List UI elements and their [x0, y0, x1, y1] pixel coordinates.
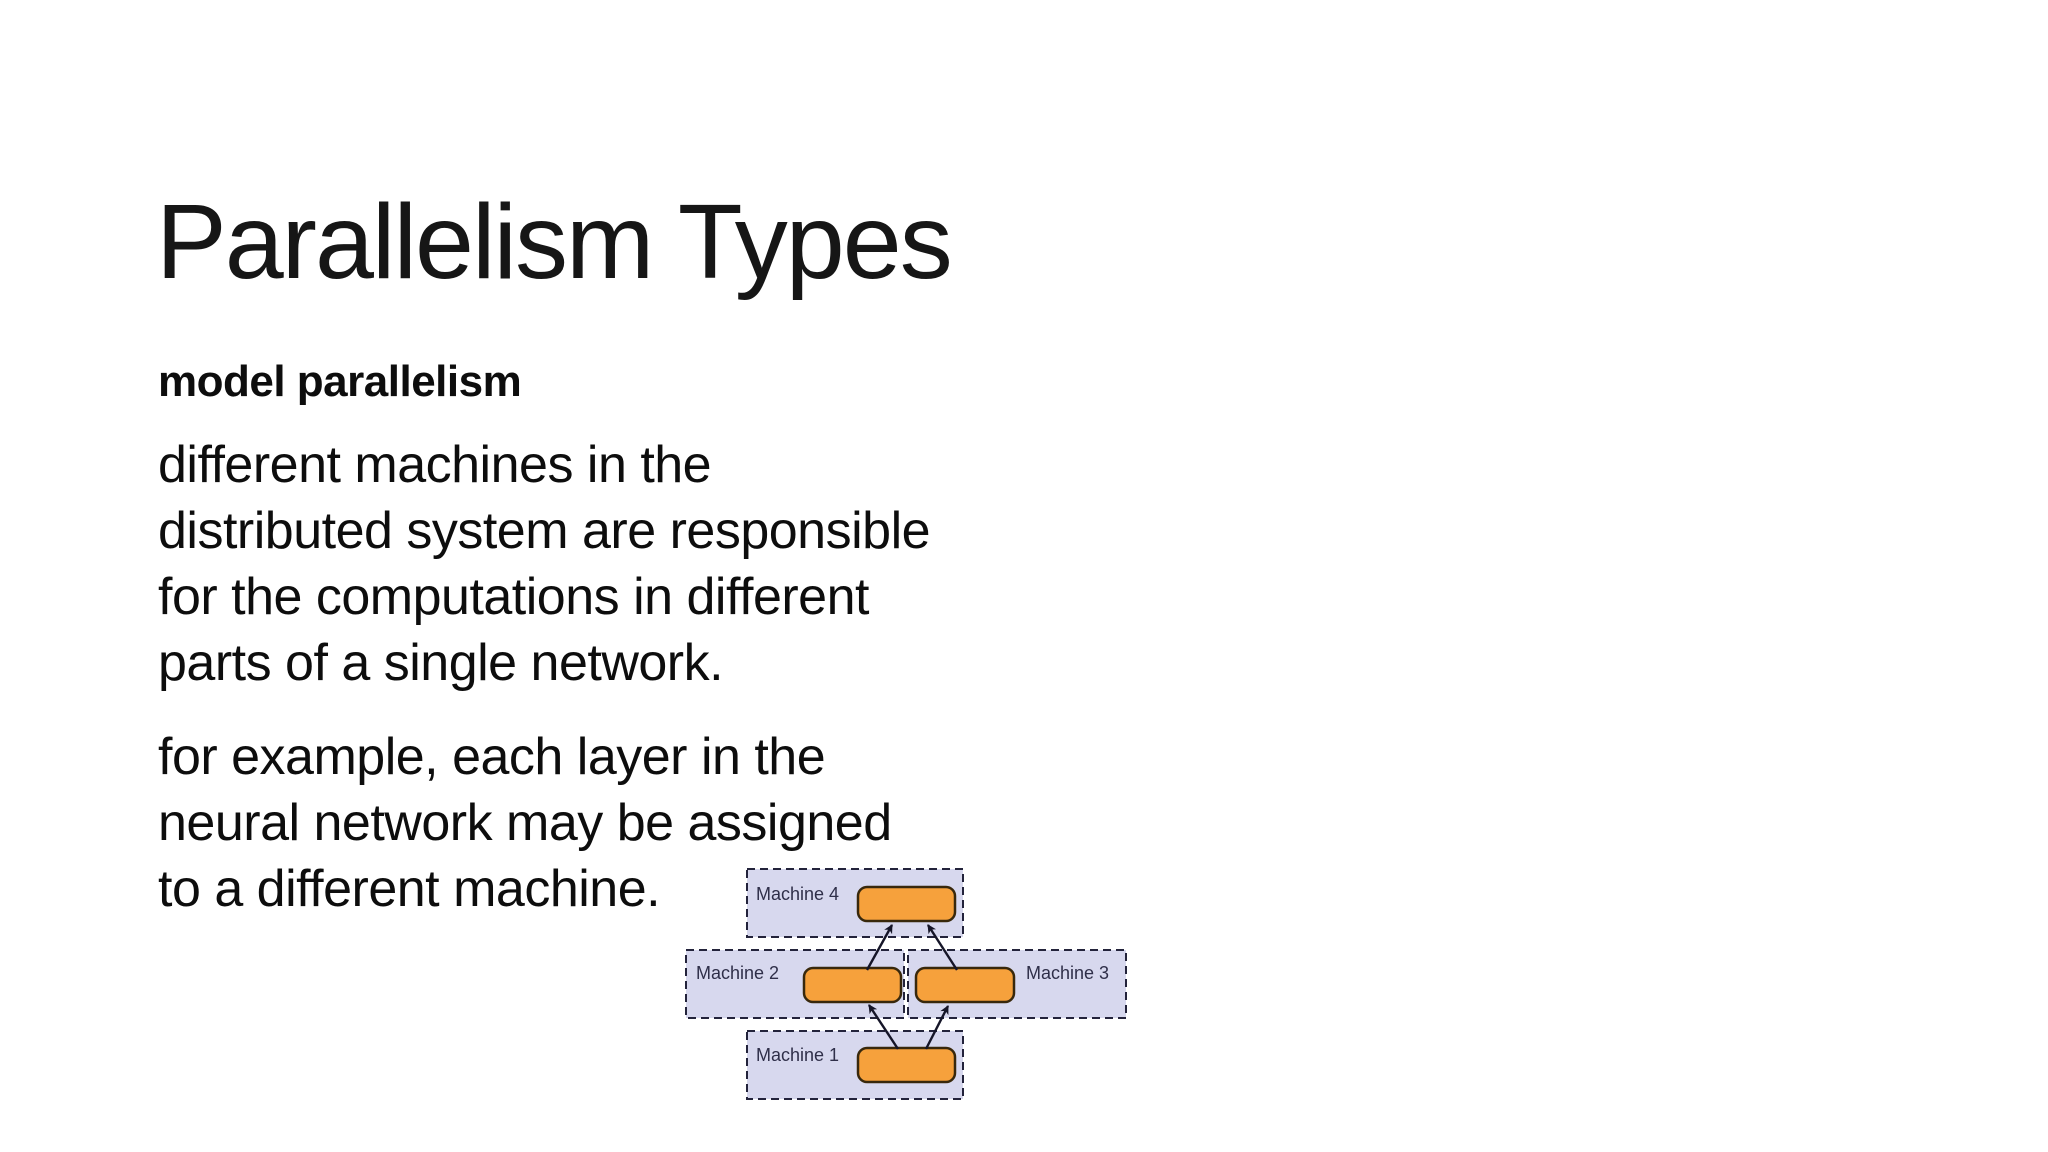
slide-title: Parallelism Types	[156, 183, 953, 302]
paragraph-definition: different machines in the distributed sy…	[158, 436, 931, 692]
arrow-machine3-to-machine4	[926, 924, 959, 971]
machine-1-label: Machine 1	[756, 1045, 839, 1065]
machine-4-label: Machine 4	[756, 884, 839, 904]
machine-3-label: Machine 3	[1026, 963, 1109, 983]
paragraph-example: for example, each layer in the neural ne…	[158, 728, 892, 918]
machine-4-node	[856, 885, 957, 923]
model-parallelism-diagram: Machine 4 Machine 2 Machine 3 Machine 1	[685, 868, 1127, 1100]
arrow-machine2-to-machine4	[865, 924, 894, 971]
machine-1-node	[856, 1046, 957, 1084]
machine-2-node	[802, 966, 903, 1004]
machine-2-label: Machine 2	[696, 963, 779, 983]
arrow-machine1-to-machine2	[867, 1004, 900, 1050]
model-parallelism-heading: model parallelism	[158, 357, 522, 406]
arrow-machine1-to-machine3	[924, 1005, 950, 1050]
machine-3-node	[914, 966, 1016, 1004]
body-text-block: model parallelism different machines in …	[158, 358, 1078, 950]
